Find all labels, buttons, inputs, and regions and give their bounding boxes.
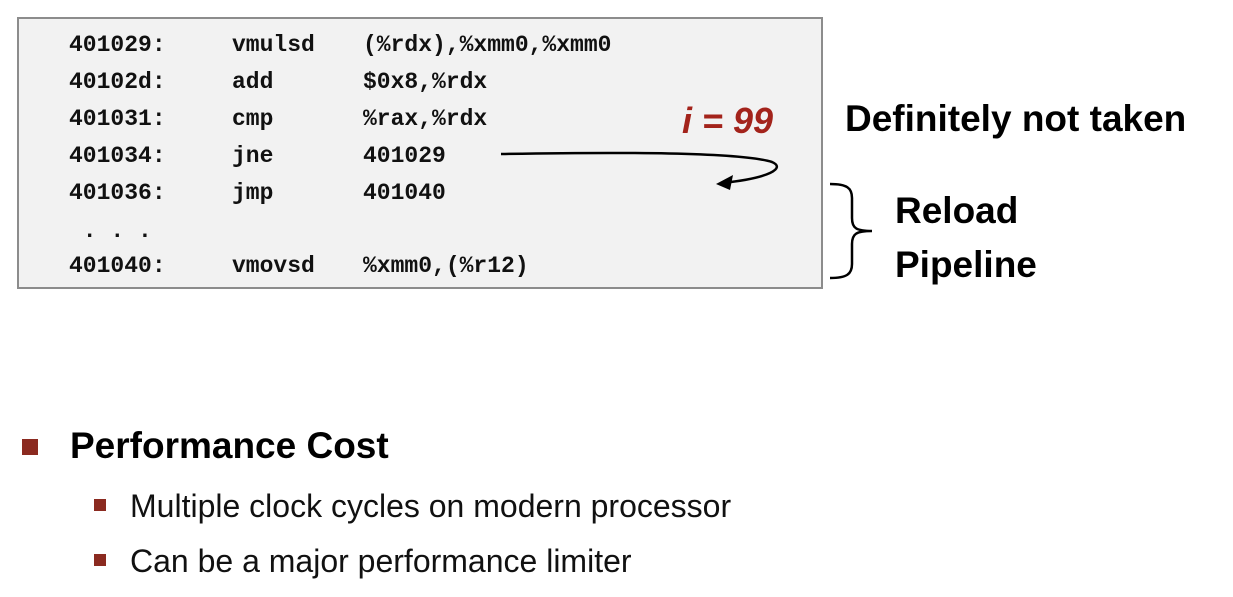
- code-row: 40102d: add $0x8,%rdx: [69, 66, 487, 98]
- code-opcode: jne: [232, 143, 274, 169]
- bullet-heading: Performance Cost: [70, 425, 389, 466]
- code-row: 401036: jmp 401040: [69, 177, 446, 209]
- code-address: 40102d:: [69, 69, 166, 95]
- sub-bullet-text: Can be a major performance limiter: [130, 543, 632, 579]
- reload-pipeline-label: Reload Pipeline: [895, 184, 1037, 292]
- code-address: 401040:: [69, 253, 166, 279]
- code-row: 401034: jne 401029: [69, 140, 446, 172]
- code-address: 401031:: [69, 106, 166, 132]
- code-row: 401040: vmovsd %xmm0,(%r12): [69, 250, 529, 282]
- sub-bullet-text: Multiple clock cycles on modern processo…: [130, 488, 732, 524]
- reload-label-line: Pipeline: [895, 244, 1037, 285]
- iteration-label: i = 99: [682, 100, 774, 141]
- code-address: 401029:: [69, 32, 166, 58]
- reload-brace: [829, 182, 873, 280]
- code-operands: $0x8,%rdx: [363, 69, 488, 95]
- code-operands: (%rdx),%xmm0,%xmm0: [363, 32, 612, 58]
- code-row: 401029: vmulsd (%rdx),%xmm0,%xmm0: [69, 29, 611, 61]
- code-operands: 401040: [363, 180, 446, 206]
- code-operands: %xmm0,(%r12): [363, 253, 529, 279]
- code-opcode: cmp: [232, 106, 274, 132]
- code-opcode: add: [232, 69, 274, 95]
- reload-label-line: Reload: [895, 190, 1019, 231]
- bullet-square-icon: [22, 439, 38, 455]
- bullet-square-icon: [94, 554, 106, 566]
- code-ellipsis: . . .: [69, 218, 152, 244]
- code-opcode: vmovsd: [232, 253, 315, 279]
- bullet-square-icon: [94, 499, 106, 511]
- code-row-ellipsis: . . .: [69, 215, 152, 247]
- code-address: 401036:: [69, 180, 166, 206]
- code-opcode: vmulsd: [232, 32, 315, 58]
- branch-status-label: Definitely not taken: [845, 98, 1187, 139]
- code-listing: 401029: vmulsd (%rdx),%xmm0,%xmm0 40102d…: [17, 17, 823, 289]
- code-address: 401034:: [69, 143, 166, 169]
- code-row: 401031: cmp %rax,%rdx: [69, 103, 487, 135]
- code-opcode: jmp: [232, 180, 274, 206]
- code-operands: 401029: [363, 143, 446, 169]
- code-operands: %rax,%rdx: [363, 106, 488, 132]
